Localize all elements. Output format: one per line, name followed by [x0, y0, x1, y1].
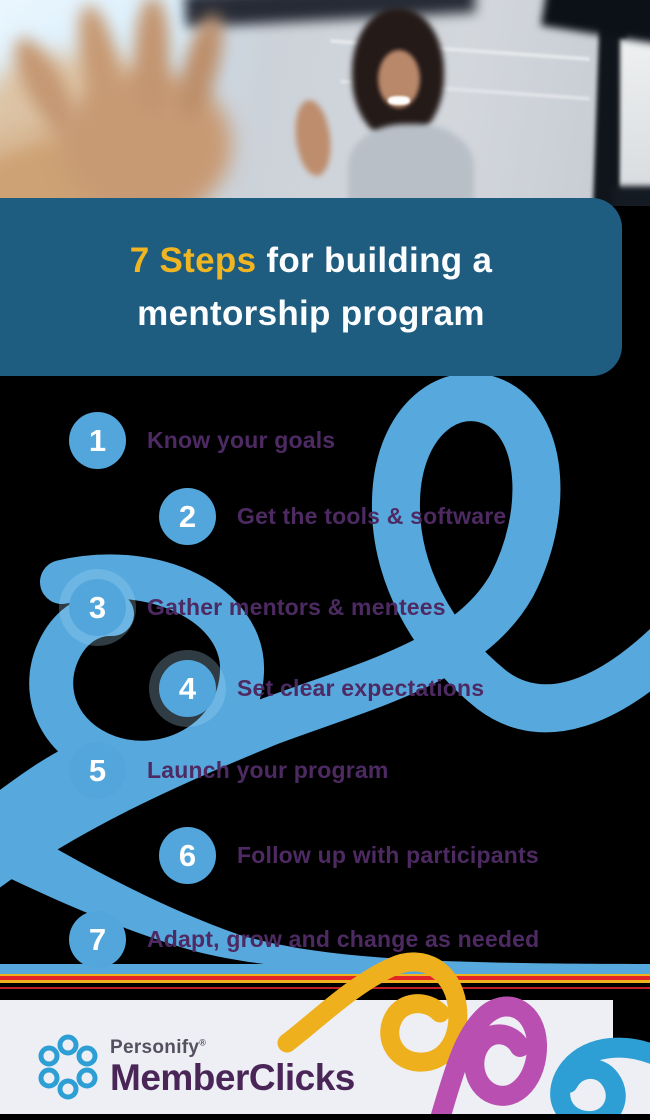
step-5-label: Launch your program [147, 757, 389, 783]
step-2-label: Get the tools & software [237, 503, 507, 529]
step-1-badge: 1 [69, 412, 126, 469]
step-1-label: Know your goals [147, 427, 336, 453]
step-row-6: 6 Follow up with participants [159, 827, 539, 884]
step-4-label: Set clear expectations [237, 675, 485, 701]
brand-product: MemberClicks [110, 1057, 355, 1098]
step-2-badge: 2 [159, 488, 216, 545]
step-7-badge: 7 [69, 911, 126, 968]
title-highlight: 7 Steps [129, 241, 257, 280]
registered-mark: ® [199, 1037, 207, 1048]
personify-flower-icon [38, 1034, 98, 1100]
brand-logo: Personify® MemberClicks [36, 1034, 355, 1100]
step-4-badge: 4 [159, 660, 216, 717]
stripe-red-thin [0, 987, 650, 989]
footer-corner-notch [613, 1000, 650, 1046]
brand-name: Personify® [110, 1037, 207, 1058]
hero-photo-video-call [0, 0, 650, 206]
step-row-2: 2 Get the tools & software [159, 488, 506, 545]
step-6-badge: 6 [159, 827, 216, 884]
ribbon-bottom-swoosh [0, 817, 650, 975]
title-line-2: mentorship program [137, 294, 485, 333]
step-row-4: 4 Set clear expectations [159, 660, 484, 717]
stripe-yellow [0, 980, 650, 983]
step-5-badge: 5 [69, 742, 126, 799]
photo-right-highlight [620, 38, 650, 190]
step-3-label: Gather mentors & mentees [147, 594, 446, 620]
title-card: 7 Steps for building a mentorship progra… [0, 198, 622, 376]
photo-woman-smile [388, 96, 410, 105]
step-row-1: 1 Know your goals [69, 412, 335, 469]
title-line1-rest: for building a [256, 241, 493, 280]
bottom-black-strip [0, 1114, 650, 1120]
page-title: 7 Steps for building a mentorship progra… [130, 234, 492, 340]
step-row-3: 3 Gather mentors & mentees [69, 579, 446, 636]
title-line-1: 7 Steps for building a [130, 234, 492, 287]
step-row-7: 7 Adapt, grow and change as needed [69, 911, 539, 968]
step-3-badge: 3 [69, 579, 126, 636]
photo-woman-shirt [348, 124, 474, 206]
step-6-label: Follow up with participants [237, 842, 539, 868]
step-7-label: Adapt, grow and change as needed [147, 926, 540, 952]
photo-bottom-right-shadow [612, 186, 650, 206]
step-row-5: 5 Launch your program [69, 742, 389, 799]
ribbon-lower-ring [29, 554, 264, 785]
brand-text: Personify® MemberClicks [110, 1037, 355, 1097]
